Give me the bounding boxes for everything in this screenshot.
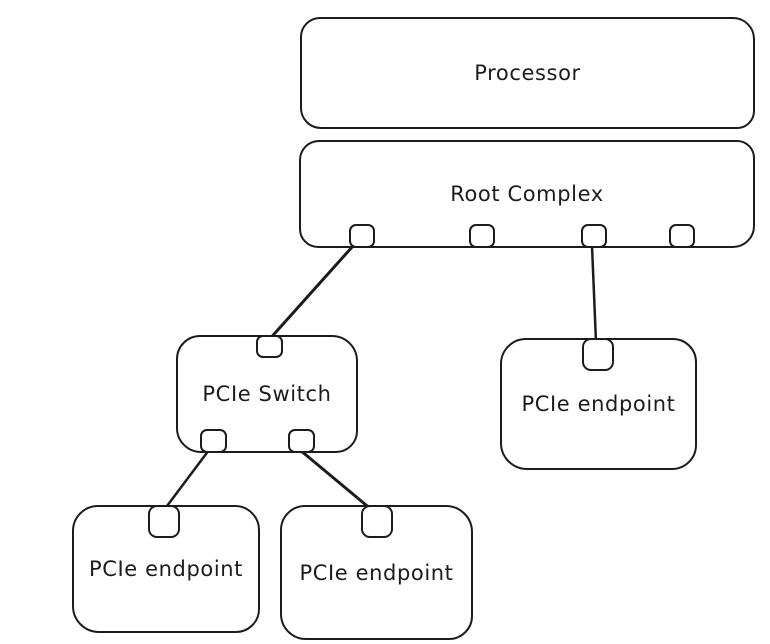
root-complex-label: Root Complex [450,182,604,206]
root-complex-port-3 [581,224,607,248]
edge-root-complex-to-pcie-switch [265,244,355,344]
endpoint-bottom-middle-top-port [361,505,393,538]
endpoint-right-top-port [582,338,614,371]
root-complex-node: Root Complex [299,140,755,248]
pcie-switch-top-port [256,335,283,358]
endpoint-bottom-left-top-port [148,505,180,538]
pcie-switch-bottom-port-1 [200,429,227,453]
endpoint-bottom-middle-label: PCIe endpoint [299,560,454,585]
pcie-switch-label: PCIe Switch [202,382,332,406]
edge-pcie-switch-to-endpoint-bottom-middle [298,448,374,512]
endpoint-right-label: PCIe endpoint [521,392,676,416]
pcie-switch-bottom-port-2 [288,429,315,453]
processor-label: Processor [474,61,581,85]
edge-root-complex-to-endpoint-right [590,244,598,344]
pcie-switch-node: PCIe Switch [176,335,358,453]
root-complex-port-1 [349,224,375,248]
root-complex-port-4 [669,224,695,248]
endpoint-bottom-middle-node: PCIe endpoint [280,505,473,640]
endpoint-right-node: PCIe endpoint [500,338,697,470]
root-complex-port-2 [469,224,495,248]
edge-pcie-switch-to-endpoint-bottom-left [162,448,211,512]
endpoint-bottom-left-node: PCIe endpoint [72,505,260,633]
processor-node: Processor [300,17,755,129]
endpoint-bottom-left-label: PCIe endpoint [88,557,244,581]
